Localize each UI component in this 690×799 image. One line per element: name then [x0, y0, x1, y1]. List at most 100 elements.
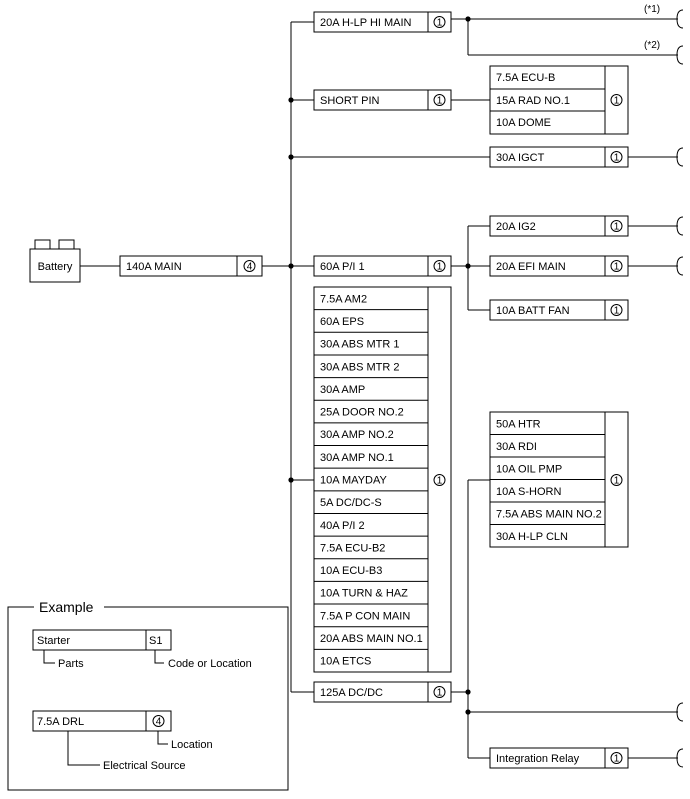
group-item-label: 25A DOOR NO.2 [320, 407, 404, 419]
group-item-label: 30A AMP NO.2 [320, 429, 394, 441]
fuse-label: 30A IGCT [496, 152, 545, 164]
fuse-efi-main: 20A EFI MAIN 1 [489, 255, 629, 277]
battery-label: Battery [38, 261, 73, 273]
legend-part-label: Starter [37, 635, 70, 647]
location-circle-icon [152, 715, 165, 727]
connector-brace-icon [676, 702, 684, 722]
battery-symbol: Battery [29, 239, 81, 283]
group-item-label: 15A RAD NO.1 [496, 95, 570, 107]
connector-brace-icon [676, 216, 684, 236]
junction-dot [465, 16, 471, 22]
integration-relay: Integration Relay 1 [489, 747, 629, 769]
legend-location-caption: Location [171, 739, 213, 751]
fuse-dcdc: 125A DC/DC 1 [313, 681, 452, 703]
junction-dot [288, 477, 294, 483]
group-item-label: 10A ETCS [320, 656, 371, 668]
location-circle-icon [610, 220, 623, 232]
fuse-location: 1 [437, 18, 443, 29]
fuse-location: 1 [614, 222, 620, 233]
group-item-label: 30A RDI [496, 441, 537, 453]
fuse-location: 1 [614, 153, 620, 164]
wiring-lines [80, 18, 678, 759]
main-fuse-location: 4 [247, 262, 253, 273]
group-item-label: 10A ECU-B3 [320, 565, 382, 577]
legend-part-box [32, 629, 172, 651]
location-circle-icon [433, 16, 446, 28]
legend-code-caption: Code or Location [168, 658, 252, 670]
group-item-label: 7.5A ECU-B2 [320, 542, 385, 554]
battery-terminal-icon [58, 239, 75, 250]
main-fuse-label: 140A MAIN [126, 261, 182, 273]
relay-location: 1 [614, 754, 620, 765]
short-pin-fuse-group: 7.5A ECU-B 15A RAD NO.1 10A DOME 1 [489, 65, 629, 135]
group-location: 1 [437, 476, 443, 487]
group-item-label: 10A MAYDAY [320, 475, 388, 487]
group-item-label: 7.5A AM2 [320, 293, 367, 305]
connector-brace-icon [676, 748, 684, 768]
fuse-label: 20A EFI MAIN [496, 261, 566, 273]
fuse-location: 1 [437, 688, 443, 699]
group-location: 1 [614, 476, 620, 487]
output-connector-symbols [676, 9, 684, 768]
fuse-label: 60A P/I 1 [320, 261, 365, 273]
group-item-label: 30A AMP NO.1 [320, 452, 394, 464]
legend-source-label: 7.5A DRL [37, 716, 84, 728]
fuse-hlp-hi-main: 20A H-LP HI MAIN 1 [313, 11, 452, 33]
connector-brace-icon [676, 256, 684, 276]
group-item-label: 40A P/I 2 [320, 520, 365, 532]
location-circle-icon [433, 94, 446, 106]
relay-label: Integration Relay [496, 753, 580, 765]
junction-dot [465, 709, 471, 715]
fuse-label: 20A H-LP HI MAIN [320, 17, 412, 29]
group-item-label: 10A TURN & HAZ [320, 588, 408, 600]
location-circle-icon [610, 752, 623, 764]
main-fuse: 140A MAIN 4 [119, 255, 263, 277]
battery-terminal-icon [34, 239, 51, 250]
fuse-label: SHORT PIN [320, 95, 380, 107]
location-circle-icon [243, 260, 256, 272]
legend-part-code: S1 [149, 635, 162, 647]
location-circle-icon [610, 260, 623, 272]
fuse-location: 1 [437, 262, 443, 273]
fuse-location: 1 [614, 262, 620, 273]
group-item-label: 7.5A P CON MAIN [320, 610, 410, 622]
junction-dot [465, 263, 471, 269]
group-item-label: 30A ABS MTR 2 [320, 361, 399, 373]
group-item-label: 7.5A ECU-B [496, 72, 555, 84]
location-circle-icon [433, 686, 446, 698]
fuse-location: 1 [437, 96, 443, 107]
group-item-label: 60A EPS [320, 316, 364, 328]
connector-brace-icon [676, 147, 684, 167]
note-1: (*1) [644, 4, 660, 15]
location-circle-icon [610, 304, 623, 316]
location-circle-icon [610, 474, 623, 486]
legend-source-location: 4 [156, 717, 162, 728]
fuse-label: 20A IG2 [496, 221, 536, 233]
connector-brace-icon [676, 9, 684, 29]
fuse-location: 1 [614, 306, 620, 317]
junction-dot [288, 97, 294, 103]
fuse-ig2: 20A IG2 1 [489, 215, 629, 237]
legend-source-box [32, 710, 172, 732]
location-circle-icon [610, 94, 623, 106]
group-item-label: 10A DOME [496, 117, 551, 129]
group-item-label: 10A S-HORN [496, 486, 561, 498]
legend-example: Example Starter S1 Parts Code or Locatio… [7, 599, 289, 791]
group-item-label: 30A AMP [320, 384, 365, 396]
location-circle-icon [433, 474, 446, 486]
fuse-igct: 30A IGCT 1 [489, 146, 629, 168]
location-circle-icon [610, 151, 623, 163]
legend-title: Example [39, 599, 94, 615]
group-item-label: 30A ABS MTR 1 [320, 339, 399, 351]
connector-brace-icon [676, 45, 684, 65]
note-2: (*2) [644, 40, 660, 51]
fuse-pi1: 60A P/I 1 1 [313, 255, 452, 277]
group-item-label: 50A HTR [496, 418, 541, 430]
group-item-label: 7.5A ABS MAIN NO.2 [496, 508, 602, 520]
location-circle-icon [433, 260, 446, 272]
group-item-label: 30A H-LP CLN [496, 531, 568, 543]
legend-source-caption: Electrical Source [103, 760, 186, 772]
